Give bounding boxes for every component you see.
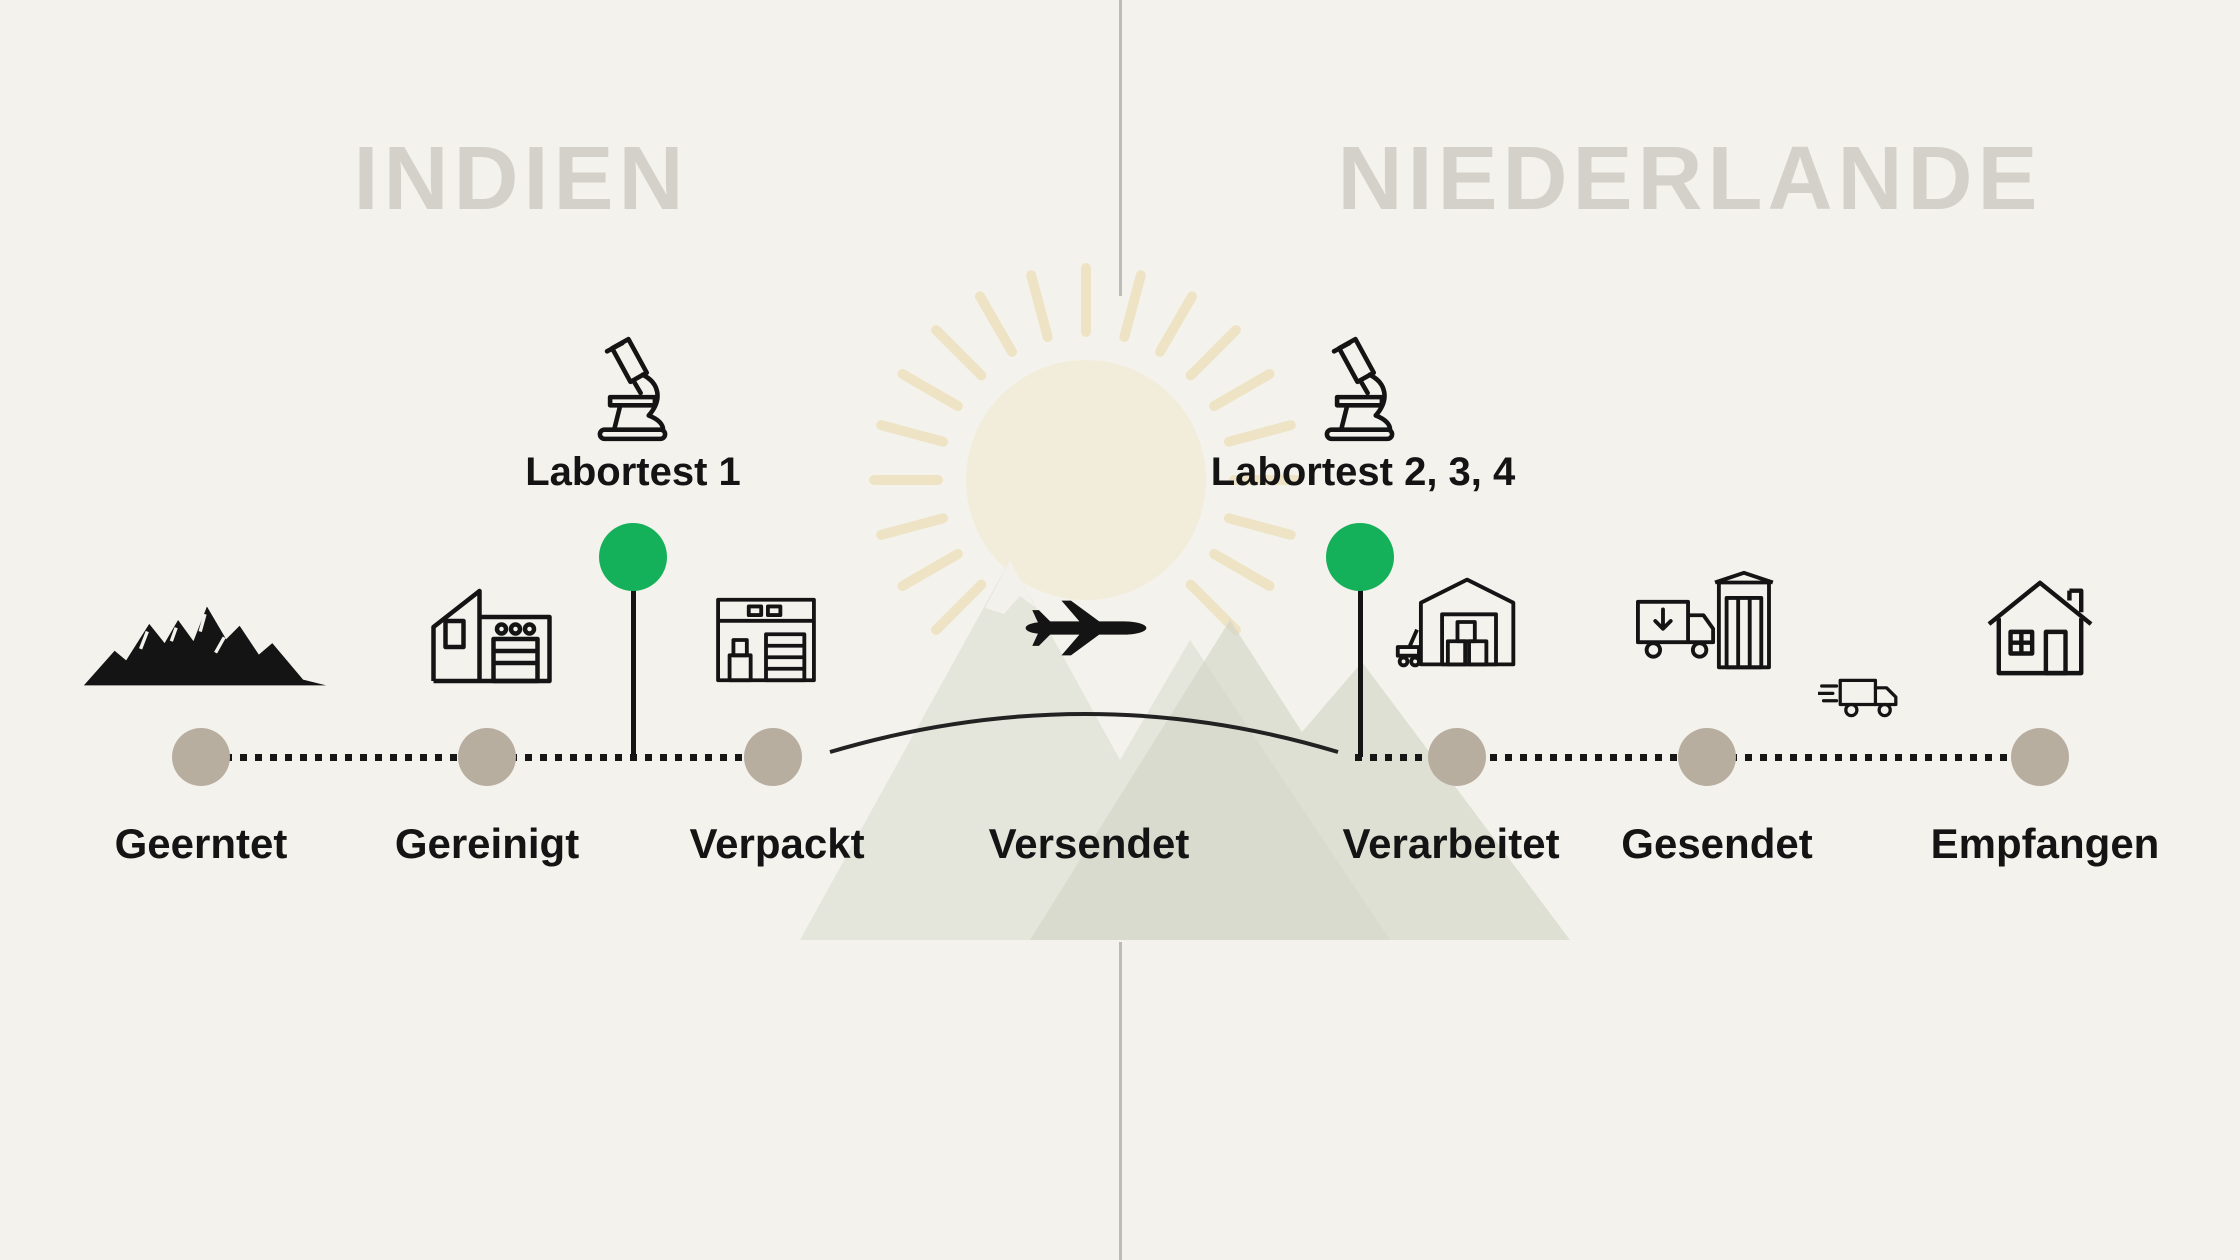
timeline-dot-gesendet xyxy=(1678,728,1736,786)
timeline-dot-gereinigt xyxy=(458,728,516,786)
timeline-dot-geerntet xyxy=(172,728,230,786)
timeline-dot-empfangen xyxy=(2011,728,2069,786)
region-title-india: INDIEN xyxy=(353,129,689,229)
step-label-verpackt: Verpackt xyxy=(689,820,865,867)
step-label-versendet: Versendet xyxy=(988,820,1190,867)
processing-plant-icon xyxy=(1392,570,1522,674)
loading-dock-icon xyxy=(1630,569,1775,675)
microscope-icon xyxy=(580,334,685,446)
house-icon xyxy=(1981,573,2099,679)
labtest1-dot xyxy=(599,523,667,591)
delivery-truck-icon xyxy=(1818,671,1906,725)
labtest2-stem xyxy=(1358,557,1363,757)
labtest2-label: Labortest 2, 3, 4 xyxy=(1210,450,1516,494)
step-label-geerntet: Geerntet xyxy=(114,820,288,867)
timeline-dot-verpackt xyxy=(744,728,802,786)
timeline-dot-verarbeitet xyxy=(1428,728,1486,786)
region-divider-top xyxy=(1119,0,1122,296)
labtest1-stem xyxy=(631,557,636,757)
step-label-empfangen: Empfangen xyxy=(1930,820,2160,867)
microscope-icon xyxy=(1307,334,1412,446)
airplane-icon xyxy=(1020,594,1152,662)
region-title-netherlands: NIEDERLANDE xyxy=(1337,129,2043,229)
step-label-gereinigt: Gereinigt xyxy=(394,820,580,867)
labtest2-dot xyxy=(1326,523,1394,591)
region-divider-bottom xyxy=(1119,942,1122,1260)
factory-icon xyxy=(421,577,557,687)
step-label-gesendet: Gesendet xyxy=(1621,820,1813,867)
mountains-icon xyxy=(80,599,330,691)
warehouse-icon xyxy=(712,594,820,686)
step-label-verarbeitet: Verarbeitet xyxy=(1342,820,1560,867)
labtest1-label: Labortest 1 xyxy=(525,450,741,494)
